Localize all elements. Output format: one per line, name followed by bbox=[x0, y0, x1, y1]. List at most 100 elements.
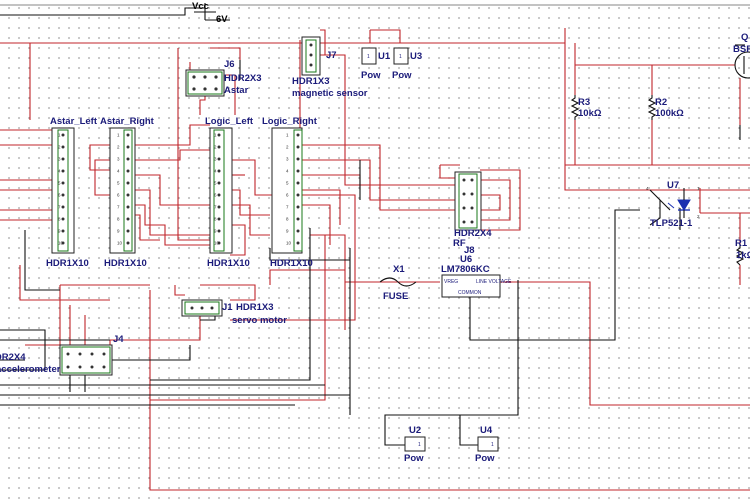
power-u1[interactable]: 1 U1 Pow bbox=[361, 47, 391, 81]
pin-number: 10 bbox=[214, 241, 220, 246]
pin-number: 10 bbox=[286, 241, 292, 246]
pin-logic-left bbox=[217, 181, 221, 185]
pin-astar-right bbox=[126, 205, 130, 209]
j6-ref: J6 bbox=[224, 59, 235, 70]
pin-logic-left bbox=[217, 169, 221, 173]
pin-number: 5 bbox=[58, 181, 61, 186]
pin-number: 7 bbox=[58, 205, 61, 210]
pin-number: 6 bbox=[58, 193, 61, 198]
pin-astar-right bbox=[126, 217, 130, 221]
pin-astar-left bbox=[61, 241, 65, 245]
pin-number: 5 bbox=[214, 181, 217, 186]
r3-value: 10kΩ bbox=[578, 108, 602, 119]
pin-logic-left bbox=[217, 241, 221, 245]
pin-number: 3 bbox=[58, 157, 61, 162]
connector-j4[interactable]: J4 HDR2X4 accelerometer bbox=[0, 334, 124, 376]
r2-ref: R2 bbox=[655, 97, 667, 108]
pin-number: 2 bbox=[58, 145, 61, 150]
header-logic-right[interactable]: Logic_Right HDR1X10 bbox=[262, 116, 318, 269]
resistor-r3[interactable]: R3 10kΩ bbox=[570, 95, 602, 120]
header-astar-right[interactable]: Astar_Right HDR1X10 bbox=[100, 116, 155, 269]
r1-value: 1kΩ bbox=[736, 250, 750, 261]
power-u3[interactable]: 1 U3 Pow bbox=[392, 47, 422, 81]
pin-number: 7 bbox=[117, 205, 120, 210]
resistor-r2[interactable]: R2 100kΩ bbox=[647, 95, 684, 120]
u6-pin-in: VREG bbox=[444, 279, 458, 285]
pin-number: 1 bbox=[286, 133, 289, 138]
transistor-q[interactable]: Q BSP bbox=[733, 32, 750, 79]
pin-logic-right bbox=[296, 193, 300, 197]
u6-ref: U6 bbox=[460, 254, 472, 265]
pin-astar-right bbox=[126, 229, 130, 233]
u7-ref: U7 bbox=[667, 180, 679, 191]
u2-ref: U2 bbox=[409, 425, 421, 436]
j6-value: Astar bbox=[224, 85, 249, 96]
header-part: HDR1X10 bbox=[207, 258, 250, 269]
pin-number: 6 bbox=[286, 193, 289, 198]
pin-number: 1 bbox=[117, 133, 120, 138]
svg-text:1: 1 bbox=[491, 442, 494, 448]
optocoupler-u7[interactable]: 4 1 2 U7 TLP521-1 bbox=[646, 180, 700, 229]
r3-ref: R3 bbox=[578, 97, 590, 108]
pin-astar-left bbox=[61, 157, 65, 161]
pin-logic-right bbox=[296, 229, 300, 233]
pin-number: 9 bbox=[58, 229, 61, 234]
j4-ref: J4 bbox=[113, 334, 124, 345]
u6-pin-out: LINE VOLTAGE bbox=[476, 279, 512, 285]
pin-astar-left bbox=[61, 145, 65, 149]
connector-j6[interactable]: J6 HDR2X3 Astar bbox=[185, 59, 262, 97]
pin-astar-right bbox=[126, 157, 130, 161]
pin-logic-left bbox=[217, 193, 221, 197]
vcc-symbol[interactable]: Vcc 6V bbox=[192, 1, 228, 25]
pin-number: 10 bbox=[58, 241, 64, 246]
red-wires bbox=[0, 28, 750, 491]
u2-value: Pow bbox=[404, 453, 424, 464]
header-part: HDR1X10 bbox=[270, 258, 313, 269]
q-ref: Q bbox=[741, 32, 748, 43]
header-title: Logic_Right bbox=[262, 116, 318, 127]
pin-number: 7 bbox=[214, 205, 217, 210]
pin-astar-right bbox=[126, 133, 130, 137]
u7-part: TLP521-1 bbox=[650, 218, 693, 229]
u4-value: Pow bbox=[475, 453, 495, 464]
pin-number: 10 bbox=[117, 241, 123, 246]
header-logic-left[interactable]: Logic_Left HDR1X10 bbox=[205, 116, 254, 269]
connector-j7[interactable]: J7 HDR1X3 magnetic sensor bbox=[292, 36, 368, 99]
pin-astar-right bbox=[126, 169, 130, 173]
pin-number: 8 bbox=[58, 217, 61, 222]
pin-number: 4 bbox=[117, 169, 120, 174]
pin-number: 4 bbox=[214, 169, 217, 174]
r2-value: 100kΩ bbox=[655, 108, 684, 119]
svg-text:1: 1 bbox=[697, 186, 700, 191]
pin-number: 4 bbox=[286, 169, 289, 174]
header-astar-left[interactable]: Astar_Left HDR1X10 bbox=[46, 116, 98, 269]
j7-ref: J7 bbox=[326, 50, 337, 61]
j6-part: HDR2X3 bbox=[224, 73, 262, 84]
svg-text:1: 1 bbox=[399, 54, 402, 60]
j8-part: HDR2X4 bbox=[454, 228, 492, 239]
resistor-r1[interactable]: R1 1kΩ bbox=[735, 238, 750, 266]
q-value: BSP bbox=[733, 44, 750, 55]
header-pins: 1234567891012345678910123456789101234567… bbox=[58, 133, 300, 246]
pin-number: 9 bbox=[286, 229, 289, 234]
pin-number: 9 bbox=[214, 229, 217, 234]
j1-part: HDR1X3 bbox=[236, 302, 274, 313]
regulator-u6[interactable]: VREG LINE VOLTAGE COMMON U6 LM7806KC bbox=[441, 254, 512, 298]
pin-number: 8 bbox=[214, 217, 217, 222]
r1-ref: R1 bbox=[735, 238, 748, 249]
pin-logic-right bbox=[296, 133, 300, 137]
x1-ref: X1 bbox=[393, 264, 405, 275]
connector-j8[interactable]: HDR2X4 RF J8 bbox=[453, 171, 492, 256]
power-u2[interactable]: 1 U2 Pow bbox=[404, 425, 426, 464]
u3-value: Pow bbox=[392, 70, 412, 81]
u1-value: Pow bbox=[361, 70, 381, 81]
fuse-x1[interactable]: X1 FUSE bbox=[379, 264, 417, 302]
pin-astar-right bbox=[126, 145, 130, 149]
connector-j1[interactable]: J1 HDR1X3 servo motor bbox=[181, 299, 287, 326]
pin-astar-right bbox=[126, 241, 130, 245]
header-title: Logic_Left bbox=[205, 116, 254, 127]
pin-number: 8 bbox=[117, 217, 120, 222]
power-u4[interactable]: 1 U4 Pow bbox=[475, 425, 499, 464]
